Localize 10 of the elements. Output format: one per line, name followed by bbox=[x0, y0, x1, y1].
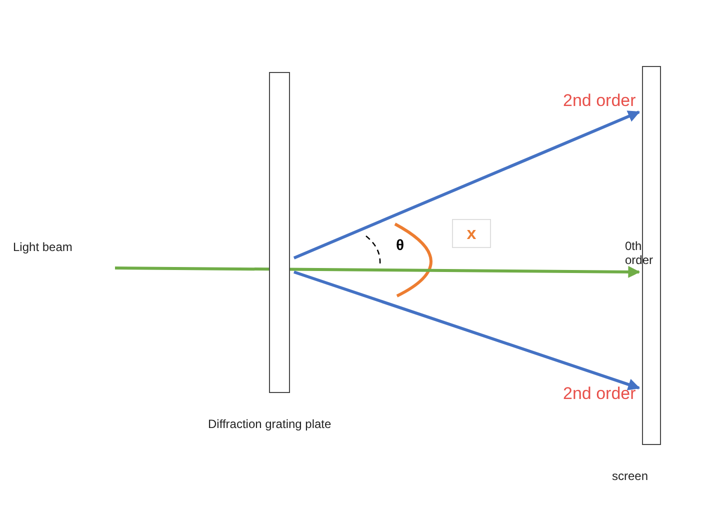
diffracted-ray-arrow bbox=[293, 110, 640, 260]
light-beam-arrow bbox=[114, 266, 640, 278]
angle-symbol: θ bbox=[396, 237, 404, 254]
light-beam-label: Light beam bbox=[13, 241, 72, 255]
x-label-box: x bbox=[452, 219, 491, 248]
screen-caption: screen bbox=[612, 470, 648, 484]
order-label: 2nd order bbox=[563, 91, 636, 111]
grating-caption: Diffraction grating plate bbox=[208, 418, 332, 432]
diffracted-ray-arrow bbox=[294, 270, 640, 390]
order-label: 2nd order bbox=[563, 384, 636, 404]
